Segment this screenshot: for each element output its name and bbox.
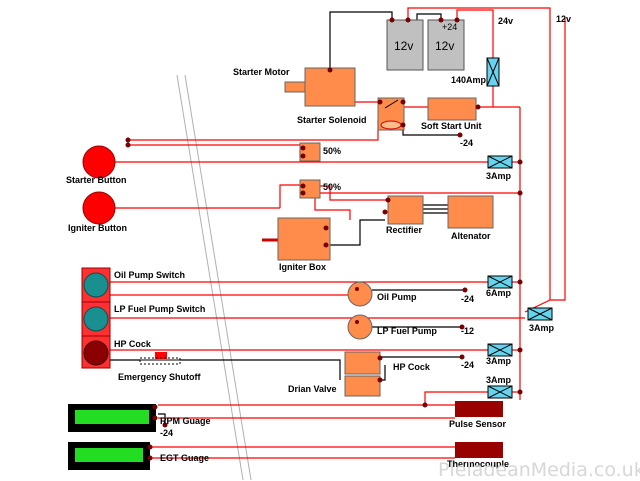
- rail-12v-label: 12v: [556, 14, 572, 24]
- battery-1-label: 12v: [394, 39, 413, 53]
- wire-red-140: [478, 85, 494, 108]
- battery-plus24-label: +24: [442, 22, 457, 32]
- egt-guage: [68, 442, 150, 470]
- watermark: PleiadeanMedia.co.uk: [438, 459, 640, 481]
- rectifier-label: Rectifier: [386, 225, 423, 235]
- neg24-hp-label: -24: [461, 360, 475, 370]
- connection-dots: [125, 17, 523, 461]
- oil-pump: [347, 281, 373, 307]
- fuse-3amp-rpm-label: 3Amp: [486, 375, 512, 385]
- battery-2: [427, 19, 465, 71]
- fuse-3amp-hp-label: 3Amp: [486, 356, 512, 366]
- soft-start-unit: [427, 97, 477, 121]
- oil-pump-switch-label: Oil Pump Switch: [114, 270, 186, 280]
- pulse-sensor: [455, 401, 503, 417]
- battery-1: [386, 19, 424, 71]
- thermocouple-label: Thermocouple: [447, 459, 510, 469]
- hp-cock-switch-label: HP Cock: [114, 339, 151, 349]
- starter-button: [82, 145, 116, 179]
- lp-fuel-pump-label: LP Fuel Pump: [377, 326, 437, 336]
- oil-pump-switch: [83, 272, 109, 298]
- wire-red-igniter-box: [314, 195, 351, 220]
- wire-black-rpm: [158, 413, 166, 425]
- drian-valve: [344, 375, 381, 397]
- thermocouple: [455, 442, 503, 458]
- wire-red-relay2: [279, 184, 300, 208]
- starter-button-label: Starter Button: [66, 175, 127, 185]
- wire-red-12v: [550, 18, 566, 301]
- fuse-3amp-starter-label: 3Amp: [486, 171, 512, 181]
- lp-fuel-pump-switch-label: LP Fuel Pump Switch: [114, 304, 206, 314]
- wire-black-bat-link: [416, 13, 442, 20]
- fuse-6amp-label: 6Amp: [486, 288, 512, 298]
- rectifier: [387, 195, 424, 225]
- fuse-3amp-rpm: [487, 385, 513, 399]
- fuse-3amp-main-label: 3Amp: [529, 323, 555, 333]
- wire-black-starter: [329, 11, 393, 68]
- relay-50-igniter-label: 50%: [323, 182, 342, 192]
- hp-cock: [344, 351, 381, 375]
- pulse-sensor-label: Pulse Sensor: [449, 419, 507, 429]
- emergency-shutoff: [139, 352, 181, 365]
- divider-lines: [176, 74, 252, 480]
- rpm-guage: [68, 404, 156, 432]
- igniter-button-label: Igniter Button: [68, 223, 127, 233]
- neg24-top-label: -24: [460, 138, 474, 148]
- neg24-oil-label: -24: [461, 294, 475, 304]
- oil-pump-label: Oil Pump: [377, 292, 417, 302]
- fuse-3amp-starter: [487, 155, 513, 169]
- hp-cock-label: HP Cock: [393, 362, 430, 372]
- starter-motor: [284, 67, 356, 107]
- fuse-3amp-hp: [487, 343, 513, 357]
- lp-fuel-pump: [347, 314, 373, 340]
- relay-50-starter-label: 50%: [323, 146, 342, 156]
- fuse-6amp: [487, 275, 513, 289]
- wire-black-shutoff-valve: [180, 359, 341, 380]
- igniter-box: [277, 217, 331, 261]
- altenator-label: Altenator: [451, 231, 491, 241]
- wire-red-fuse3: [424, 391, 488, 405]
- starter-motor-label: Starter Motor: [233, 67, 290, 77]
- egt-guage-label: EGT Guage: [160, 453, 210, 463]
- emergency-shutoff-label: Emergency Shutoff: [118, 372, 201, 382]
- starter-solenoid-label: Starter Solenoid: [297, 115, 367, 125]
- neg24-rpm-label: -24: [160, 428, 174, 438]
- fuse-140amp: [486, 57, 500, 87]
- rpm-guage-label: RPM Guage: [160, 416, 211, 426]
- starter-solenoid: [377, 97, 405, 131]
- hp-cock-switch: [83, 340, 109, 366]
- battery-2-label: 12v: [435, 39, 454, 53]
- igniter-button: [82, 191, 116, 225]
- neg12-label: -12: [461, 326, 475, 336]
- wire-red-24v: [456, 9, 494, 60]
- fuse-3amp-main: [527, 307, 553, 321]
- rail-24v-label: 24v: [498, 16, 514, 26]
- wire-black-rect-ign: [330, 219, 385, 246]
- drian-valve-label: Drian Valve: [288, 384, 337, 394]
- wire-red-bat1: [407, 7, 551, 313]
- lp-fuel-pump-switch: [83, 306, 109, 332]
- fuse-140amp-label: 140Amp: [451, 75, 487, 85]
- soft-start-unit-label: Soft Start Unit: [421, 121, 482, 131]
- igniter-box-label: Igniter Box: [279, 262, 327, 272]
- altenator: [447, 195, 494, 229]
